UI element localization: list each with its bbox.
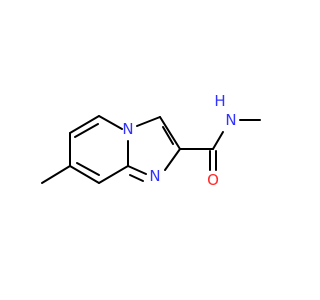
nitrogen-atom-amide: N bbox=[225, 111, 236, 129]
bond-n1-c8a-double bbox=[129, 174, 144, 182]
bond-c3-c2 bbox=[159, 116, 181, 150]
bond-c9-c8a bbox=[98, 165, 129, 184]
bond-c8-c9 bbox=[69, 165, 100, 184]
bond-c7-methyl bbox=[41, 165, 71, 184]
bond-c6-c7 bbox=[69, 115, 100, 134]
bond-c6-c7-double bbox=[74, 123, 99, 138]
bond-c3-c2-double bbox=[162, 126, 174, 145]
oxygen-atom-carbonyl: O bbox=[207, 171, 219, 189]
nitrogen-atom-ring-junction: N bbox=[122, 120, 133, 138]
bond-c2-n1 bbox=[164, 148, 181, 171]
bond-carbonyl-n bbox=[212, 131, 224, 150]
bond-n1-c8a bbox=[127, 165, 147, 175]
molecule-canvas: N N N H O bbox=[41, 92, 261, 189]
nitrogen-atom-imidazole: N bbox=[149, 167, 160, 185]
molecule-structure-diagram: N N N H O bbox=[41, 92, 261, 189]
bond-n4-c3 bbox=[136, 116, 161, 127]
bond-c5-c6 bbox=[98, 115, 123, 130]
hydrogen-atom-amide: H bbox=[214, 92, 225, 110]
bond-c8-c9-double bbox=[76, 162, 100, 176]
